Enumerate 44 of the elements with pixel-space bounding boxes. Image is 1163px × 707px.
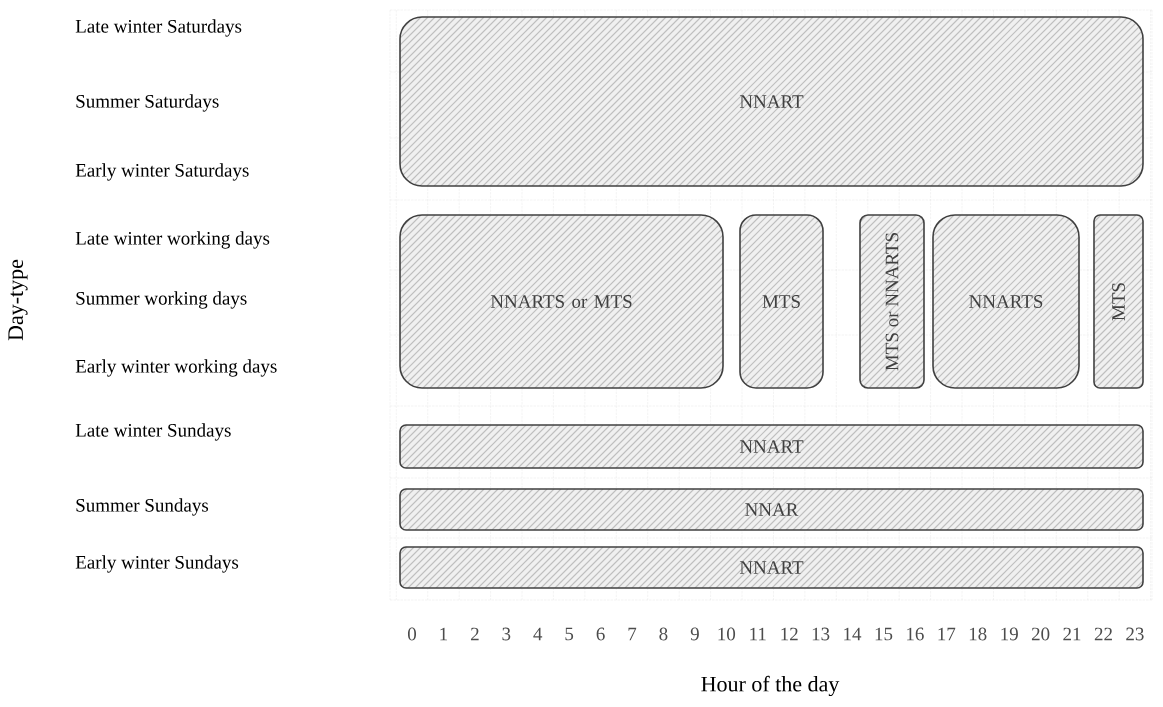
tick-label: 13 (812, 627, 830, 641)
tick-label: 11 (750, 627, 766, 641)
time-block: NNART (399, 16, 1144, 187)
tick-label: 5 (565, 627, 574, 641)
tick-label: 20 (1031, 627, 1050, 641)
time-block: MTS (1093, 214, 1144, 389)
row-label: Early winter working days (75, 359, 277, 377)
tick-label: 19 (1001, 627, 1018, 641)
time-block: NNARTS or MTS (399, 214, 724, 389)
tick-label: 16 (907, 627, 924, 641)
tick-label: 23 (1126, 627, 1144, 641)
tick-label: 22 (1094, 627, 1112, 641)
tick-label: 3 (502, 627, 511, 641)
time-block: NNART (399, 546, 1144, 589)
tick-label: 21 (1063, 627, 1081, 641)
row-label: Summer Sundays (76, 498, 209, 516)
time-block: NNAR (399, 488, 1144, 531)
row-label: Early winter Saturdays (75, 163, 249, 181)
time-block: MTS or NNARTS (859, 214, 925, 389)
tick-label: 18 (969, 627, 987, 641)
row-label: Early winter Sundays (75, 555, 239, 573)
tick-label: 2 (471, 627, 479, 641)
tick-label: 15 (875, 627, 893, 641)
tick-label: 0 (408, 627, 416, 641)
tick-label: 6 (596, 627, 605, 641)
tick-label: 8 (659, 627, 668, 641)
row-label: Summer working days (76, 291, 247, 309)
time-block: MTS (739, 214, 824, 389)
tick-label: 14 (844, 627, 862, 641)
row-label: Late winter working days (75, 231, 270, 249)
tick-label: 7 (628, 627, 637, 641)
axis-title: Day-type (8, 259, 28, 341)
tick-label: 9 (690, 627, 699, 641)
tick-label: 4 (533, 627, 543, 641)
tick-label: 12 (781, 627, 798, 641)
row-label: Late winter Saturdays (75, 19, 242, 37)
tick-label: 1 (440, 627, 447, 641)
row-label: Late winter Sundays (75, 423, 231, 441)
tick-label: 10 (718, 627, 736, 641)
row-label: Summer Saturdays (76, 94, 219, 112)
axis-title: Hour of the day (701, 675, 840, 697)
time-block: NNARTS (932, 214, 1080, 389)
tick-label: 17 (938, 627, 956, 641)
time-block: NNART (399, 424, 1144, 469)
